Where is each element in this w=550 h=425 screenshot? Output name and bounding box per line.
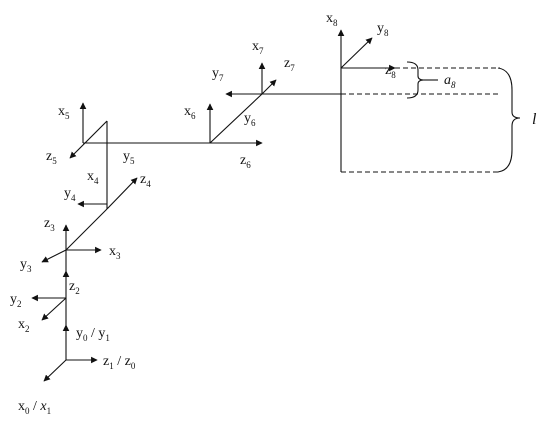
label-l: l: [532, 111, 537, 128]
frame-0-1: [43, 324, 98, 382]
label-a8: a8: [444, 73, 456, 90]
link-3-4: [65, 208, 108, 251]
label-x5: x5: [58, 104, 70, 121]
label-z4: z4: [140, 172, 151, 189]
label-x7: x7: [252, 39, 264, 56]
label-x3: x3: [109, 244, 121, 261]
axis-x2: [41, 297, 67, 321]
label-y3: y3: [20, 257, 32, 274]
dimension-lines: [341, 61, 521, 173]
link-6-7: [209, 93, 263, 144]
frame-8: [337, 29, 396, 172]
axis-z5: [69, 120, 108, 159]
label-y0-y1: y0 / y1: [76, 326, 110, 343]
axis-y8: [340, 37, 373, 69]
labels: x0 / x1 z1 / z0 y0 / y1 x2 y2 z2 y3 z3 x…: [10, 11, 537, 416]
frame-5: [69, 102, 210, 159]
label-z5: z5: [46, 149, 57, 166]
label-z7: z7: [284, 56, 295, 73]
label-y2: y2: [10, 292, 22, 309]
label-y5: y5: [123, 149, 135, 166]
a8-bracket: [406, 61, 425, 99]
axis-z4: [106, 177, 138, 210]
label-x8: x8: [326, 11, 338, 28]
label-z8: z8: [385, 63, 396, 80]
label-y4: y4: [64, 186, 76, 203]
frame-7: [225, 62, 341, 98]
frame-6: [206, 79, 277, 147]
label-x2: x2: [18, 317, 30, 334]
label-y6: y6: [244, 111, 256, 128]
frame-3: [41, 224, 102, 263]
label-y7: y7: [212, 66, 224, 83]
axis-y3: [41, 249, 67, 263]
label-z1-z0: z1 / z0: [103, 354, 136, 371]
label-z2: z2: [69, 279, 80, 296]
axis-y6: [261, 79, 277, 95]
axis-x0-x1: [43, 359, 67, 382]
label-x0-x1: x0 / x1: [18, 399, 51, 416]
label-z3: z3: [44, 216, 55, 233]
label-x6: x6: [184, 104, 196, 121]
frame-4: [77, 121, 138, 210]
label-z6: z6: [240, 153, 251, 170]
label-y8: y8: [377, 21, 389, 38]
l-bracket: [497, 67, 521, 173]
frame-2: [31, 270, 70, 321]
label-x4: x4: [87, 169, 99, 186]
